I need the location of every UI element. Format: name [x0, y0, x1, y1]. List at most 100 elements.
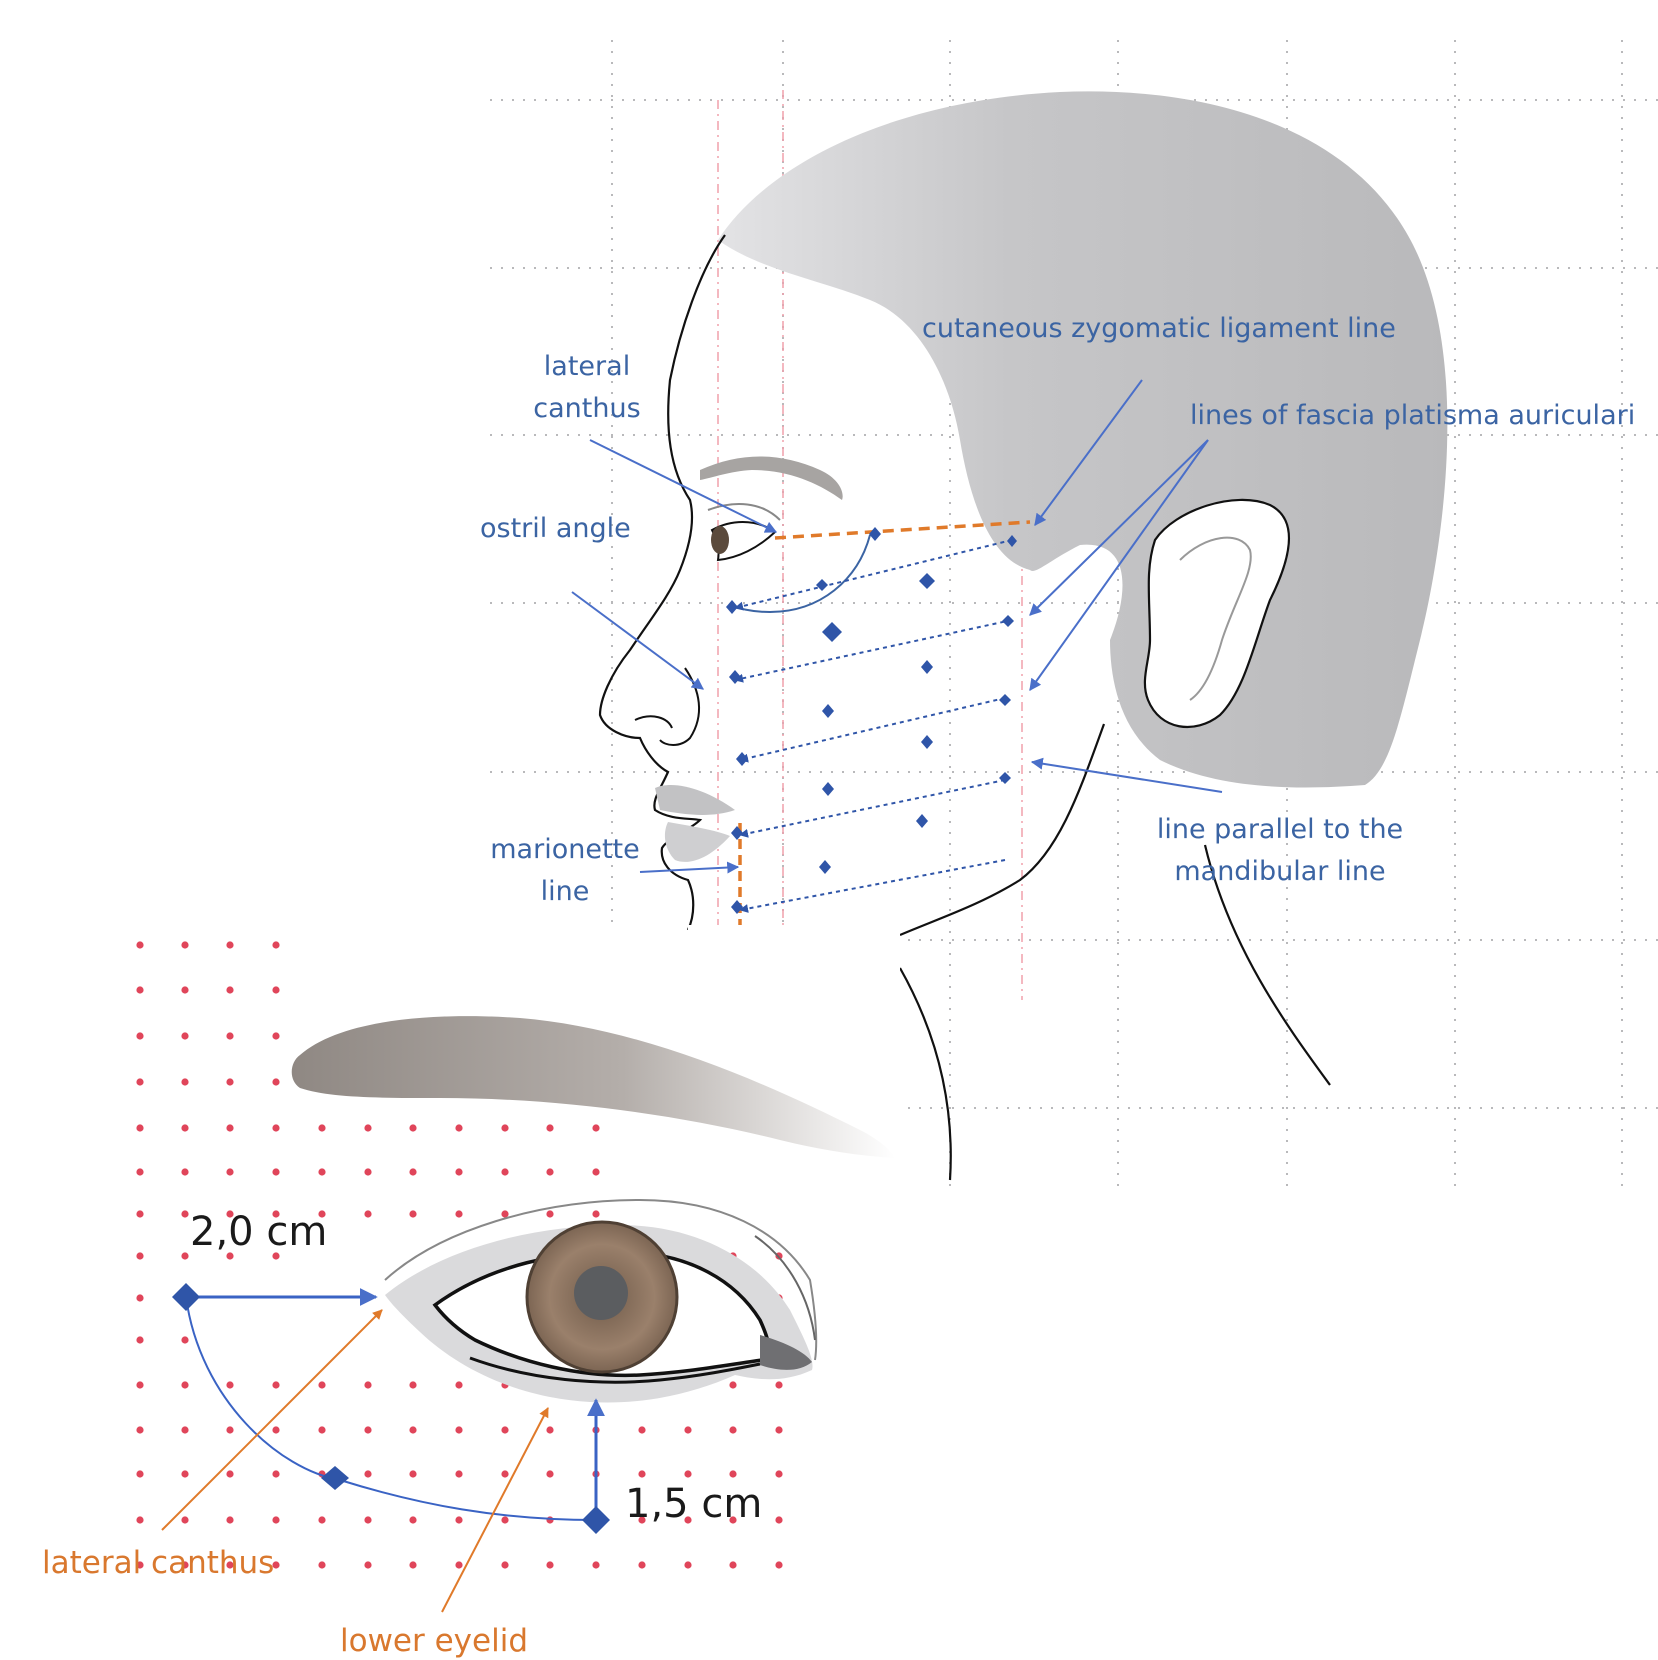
grid-dot: [226, 1124, 233, 1131]
grid-dot: [364, 1381, 371, 1388]
eye-pupil: [574, 1266, 628, 1320]
grid-dot: [364, 1168, 371, 1175]
vector-line-1: [735, 540, 1012, 608]
grid-dot: [729, 1426, 736, 1433]
grid-dot: [775, 1561, 782, 1568]
grid-dot: [684, 1561, 691, 1568]
grid-dot: [546, 1210, 553, 1217]
grid-dot: [729, 1470, 736, 1477]
arrow-marionette: [640, 867, 738, 872]
grid-dot: [272, 1124, 279, 1131]
grid-dot: [455, 1168, 462, 1175]
grid-dot: [455, 1381, 462, 1388]
grid-dot: [638, 1426, 645, 1433]
grid-dot: [409, 1426, 416, 1433]
grid-dot: [181, 1426, 188, 1433]
marker: [921, 660, 933, 674]
hair-shape: [718, 91, 1447, 787]
grid-dot: [364, 1124, 371, 1131]
grid-dot: [455, 1516, 462, 1523]
marker: [999, 694, 1011, 706]
face-eye-iris: [711, 526, 729, 554]
marker: [726, 600, 738, 614]
marker: [1002, 615, 1014, 627]
grid-dot: [455, 1210, 462, 1217]
grid-dot: [455, 1470, 462, 1477]
label-eye-lateral-canthus: lateral canthus: [42, 1545, 274, 1581]
grid-dot: [364, 1210, 371, 1217]
label-eye-lower-eyelid: lower eyelid: [340, 1623, 528, 1659]
grid-dot: [181, 1516, 188, 1523]
jaw-line: [900, 724, 1104, 935]
label-measure-vertical: 1,5 cm: [625, 1481, 762, 1527]
grid-dot: [226, 1032, 233, 1039]
grid-dot: [272, 1516, 279, 1523]
grid-dot: [181, 1078, 188, 1085]
grid-dot: [181, 1470, 188, 1477]
grid-dot: [409, 1516, 416, 1523]
grid-dot: [181, 941, 188, 948]
grid-dot: [136, 1381, 143, 1388]
grid-dot: [136, 1516, 143, 1523]
vector-line-5: [740, 860, 1005, 910]
grid-dot: [775, 1470, 782, 1477]
vector-line-4: [740, 780, 1005, 835]
grid-dot: [455, 1561, 462, 1568]
grid-dot: [501, 1516, 508, 1523]
grid-dot: [318, 1426, 325, 1433]
grid-dot: [592, 1124, 599, 1131]
grid-dot: [501, 1470, 508, 1477]
grid-dot: [455, 1124, 462, 1131]
grid-dot: [501, 1124, 508, 1131]
face-profile: [600, 235, 725, 930]
grid-dot: [409, 1561, 416, 1568]
label-measure-horizontal: 2,0 cm: [190, 1209, 327, 1255]
grid-dot: [181, 1124, 188, 1131]
marker: [822, 622, 842, 642]
nostril: [635, 716, 672, 728]
grid-dot: [272, 1426, 279, 1433]
neck-front: [900, 968, 951, 1180]
grid-dot: [181, 1336, 188, 1343]
vector-line-3: [740, 698, 1005, 760]
grid-dot: [272, 1168, 279, 1175]
grid-dot: [409, 1168, 416, 1175]
vector-line-2: [735, 620, 1012, 680]
grid-dot: [775, 1426, 782, 1433]
marker: [822, 704, 834, 718]
grid-dot: [226, 1470, 233, 1477]
grid-dot: [226, 1168, 233, 1175]
grid-dot: [318, 1561, 325, 1568]
grid-dot: [226, 1516, 233, 1523]
grid-dot: [272, 1032, 279, 1039]
grid-dot: [546, 1124, 553, 1131]
grid-dot: [501, 1426, 508, 1433]
label-lateral-canthus-1: lateral: [544, 351, 630, 382]
marker: [916, 814, 928, 828]
grid-dot: [684, 1470, 691, 1477]
grid-dot: [729, 1381, 736, 1388]
grid-dot: [226, 941, 233, 948]
grid-dot: [364, 1516, 371, 1523]
grid-dot: [318, 1381, 325, 1388]
grid-dot: [409, 1470, 416, 1477]
face-diagram: lateral canthus ostril angle marionette …: [0, 40, 1658, 1660]
grid-dot: [136, 1124, 143, 1131]
grid-dot: [181, 1032, 188, 1039]
grid-dot: [364, 1426, 371, 1433]
vector-lines: [735, 540, 1012, 910]
grid-dot: [136, 941, 143, 948]
grid-dot: [272, 1078, 279, 1085]
marker: [819, 860, 831, 874]
grid-dot: [638, 1561, 645, 1568]
grid-dot: [409, 1210, 416, 1217]
grid-dot: [775, 1516, 782, 1523]
marker: [816, 579, 828, 591]
grid-dot: [272, 941, 279, 948]
grid-dot: [501, 1168, 508, 1175]
grid-dot: [546, 1470, 553, 1477]
grid-dot: [318, 1168, 325, 1175]
lips: [655, 785, 735, 815]
grid-dot: [684, 1426, 691, 1433]
grid-dot: [318, 1124, 325, 1131]
